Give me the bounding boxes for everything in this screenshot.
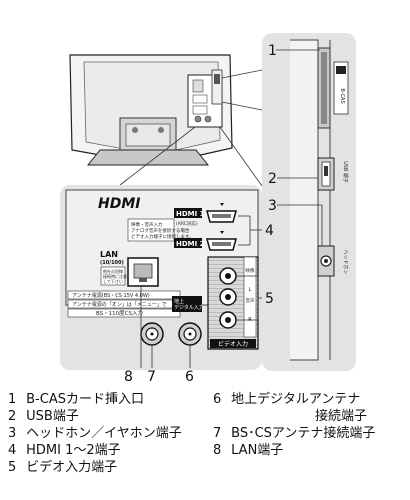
antenna-line-1: アンテナ電源(BS・CS 15V 4.0W) — [72, 292, 150, 299]
video-side-label: 映像 — [246, 267, 255, 274]
legend-right: 6 地上デジタルアンテナ接続端子 7 BS･CSアンテナ接続端子 8 LAN端子 — [213, 391, 375, 459]
lan-note-line-3: して下さい — [103, 278, 123, 284]
antenna-line-2: アンテナ電源の「オン」は「メニュー」で — [72, 301, 167, 308]
rear-terminal-panel: HDMI 映像・音声入力 アナログ音声を接続する場合 ビデオ入力端子に接続します… — [60, 185, 262, 370]
callout-6: 6 — [185, 369, 194, 385]
headphone-jack-text: ヘッドホン — [342, 249, 348, 274]
callout-1: 1 — [268, 43, 277, 59]
legend-item: 2 USB端子 — [8, 409, 79, 424]
lan-label: LAN — [100, 250, 118, 259]
legend-item: 8 LAN端子 — [213, 443, 284, 458]
video-input-label: ビデオ入力 — [218, 340, 248, 348]
callout-8: 8 — [124, 369, 133, 385]
legend-item: 6 地上デジタルアンテナ接続端子 — [213, 392, 368, 424]
legend-left: 1 B-CASカード挿入口 2 USB端子 3 ヘッドホン／イヤホン端子 4 H… — [8, 391, 182, 476]
hdmi2-label: HDMI 2 — [176, 240, 205, 248]
audio-side-label: 音声 — [246, 297, 255, 304]
hdmi-note-line-3: ビデオ入力端子に接続します。 — [131, 233, 194, 240]
callout-3: 3 — [268, 198, 277, 214]
side-terminal-panel: B-CAS USB 端子 ヘッドホン — [262, 33, 356, 371]
callout-2: 2 — [268, 171, 277, 187]
hdmi-note-line-1: 映像・音声入力 — [131, 221, 163, 228]
terrestrial-label: 地上 デジタル入力 — [174, 298, 204, 311]
callout-4: 4 — [265, 223, 274, 239]
legend-item: 3 ヘッドホン／イヤホン端子 — [8, 426, 182, 441]
hdmi1-sub: (ARC対応) — [176, 220, 198, 227]
legend-item: 7 BS･CSアンテナ接続端子 — [213, 426, 376, 441]
callouts — [140, 49, 323, 368]
antenna-bscs-label: BS・110度CS入力 — [96, 309, 143, 317]
hdmi1-label: HDMI 1 — [176, 210, 205, 218]
lan-note-line-1: 他社の回線 — [103, 268, 123, 274]
lan-note-line-2: 接続時に注意 — [103, 273, 127, 279]
bcas-card: B-CAS — [333, 61, 349, 115]
legend-item: 1 B-CASカード挿入口 — [8, 392, 144, 407]
lan-sub: (10/100) — [100, 260, 124, 266]
hdmi-logo: HDMI — [98, 196, 140, 212]
callout-7: 7 — [147, 369, 156, 385]
usb-port-text: USB 端子 — [342, 161, 349, 183]
legend-item: 5 ビデオ入力端子 — [8, 460, 118, 475]
bcas-card-text: B-CAS — [339, 88, 345, 103]
callout-5: 5 — [265, 291, 274, 307]
l-label: L — [249, 287, 252, 293]
hdmi-note-line-2: アナログ音声を接続する場合 — [131, 227, 190, 234]
legend-item: 4 HDMI 1～2端子 — [8, 443, 121, 458]
tv-rear-illustration — [69, 54, 263, 187]
